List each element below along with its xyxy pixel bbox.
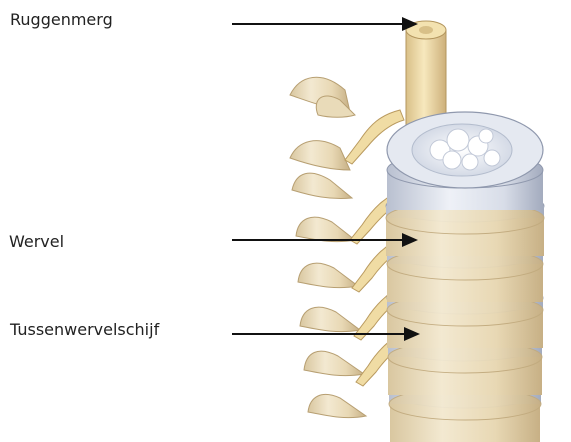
arrow-spinal-cord [232, 17, 418, 31]
vertebral-column [386, 112, 544, 442]
spinous-processes [290, 77, 366, 417]
